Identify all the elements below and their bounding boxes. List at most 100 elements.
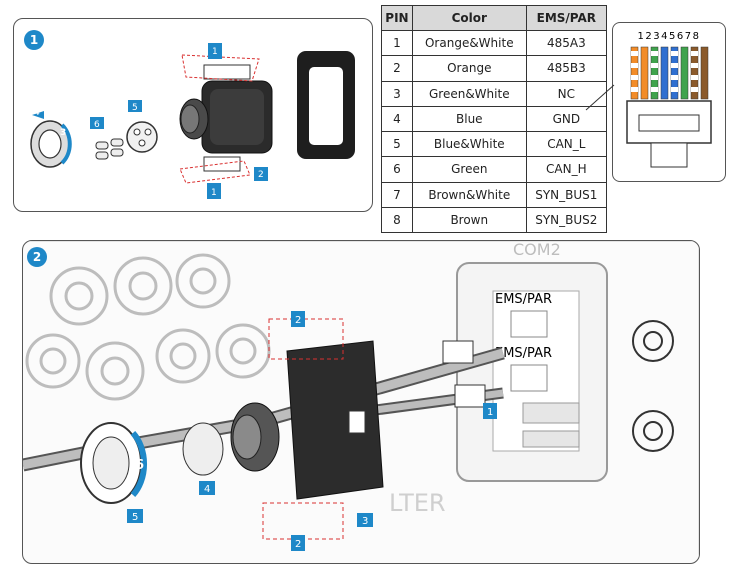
callout-1-top: 1 xyxy=(212,47,218,57)
callout-1-bottom: 1 xyxy=(211,188,217,198)
color-cell: Brown&White xyxy=(411,181,527,208)
callout-1: 1 xyxy=(487,407,493,418)
callout-box-5 xyxy=(128,100,142,112)
rj45-wire-stripe xyxy=(671,63,678,68)
step-1-illustration: 4 3 6 5 1 2 1 xyxy=(30,43,355,199)
callout-2: 2 xyxy=(258,170,264,180)
rj45-wire-stripe xyxy=(671,87,678,92)
callout-2-bottom: 2 xyxy=(295,539,301,550)
rj45-wire-4 xyxy=(660,46,669,100)
callout-box-6 xyxy=(90,117,104,129)
rj45-wire-stripe xyxy=(691,51,698,56)
callout-5: 5 xyxy=(132,103,138,113)
callout-box-3 xyxy=(357,513,373,527)
plug-boot xyxy=(650,142,688,168)
rj45-head-top xyxy=(442,340,474,364)
rj45-wire-stripe xyxy=(671,51,678,56)
pin-cell: 5 xyxy=(381,130,413,158)
pin-cell: 8 xyxy=(381,206,413,234)
callout-5: 5 xyxy=(132,512,138,523)
step-2-badge: 2 xyxy=(27,247,47,267)
connector-housing xyxy=(230,340,384,500)
pin-number-row: 12345678 xyxy=(638,31,701,42)
callout-3: 3 xyxy=(60,128,66,138)
sealing-insert xyxy=(126,121,158,153)
signal-cell: CAN_H xyxy=(525,156,608,183)
rj45-wire-2 xyxy=(640,46,649,100)
right-connectors xyxy=(632,320,674,452)
color-cell: Brown xyxy=(411,206,527,234)
rj45-wire-stripe xyxy=(651,51,658,56)
callout-box-2 xyxy=(254,167,268,181)
dc-connectors xyxy=(25,253,271,401)
callout-2-top: 2 xyxy=(295,315,301,326)
callout-box-1-top xyxy=(208,43,222,59)
color-cell: Orange xyxy=(411,55,527,82)
signal-cell: 485B3 xyxy=(525,55,608,82)
color-cell: Blue xyxy=(411,105,527,133)
bottom-clip-highlight xyxy=(262,502,344,540)
seal-plugs xyxy=(95,138,124,160)
rj45-wire-stripe xyxy=(671,75,678,80)
connector-body xyxy=(179,64,273,172)
rj45-wire-stripe xyxy=(651,75,658,80)
pin-cell: 2 xyxy=(381,55,413,82)
signal-cell: CAN_L xyxy=(525,130,608,158)
rj45-wire-8 xyxy=(700,46,709,100)
ems-par-port-label-top: EMS/PAR xyxy=(495,292,552,307)
callout-6: 6 xyxy=(94,120,100,130)
signal-cell: SYN_BUS1 xyxy=(525,181,608,208)
callout-4: 4 xyxy=(204,484,210,495)
com-port-board xyxy=(456,262,608,482)
ems-par-port-label-bottom: EMS/PAR xyxy=(495,346,552,361)
step-2-panel: 2 COM2 LTER EMS/PAR EMS/PAR xyxy=(22,240,700,564)
rj45-wire-5 xyxy=(670,46,679,100)
pin-cell: 1 xyxy=(381,29,413,57)
rj45-wire-stripe xyxy=(651,63,658,68)
rj45-wire-stripe xyxy=(691,75,698,80)
callout-4: 4 xyxy=(34,108,40,118)
rj45-wire-stripe xyxy=(651,87,658,92)
callout-3: 3 xyxy=(362,516,368,527)
step-2-illustration: COM2 LTER EMS/PAR EMS/PAR xyxy=(23,241,699,563)
color-cell: Blue&White xyxy=(411,130,527,158)
signal-cell: 485A3 xyxy=(525,29,608,57)
step-1-panel: 1 xyxy=(13,18,373,212)
signal-cell: NC xyxy=(525,80,608,107)
rj45-wire-stripe xyxy=(631,75,638,80)
rj45-head-bottom xyxy=(454,384,486,408)
header-color: Color xyxy=(411,5,527,31)
rj45-plug-illustration: 12345678 xyxy=(626,31,712,168)
callout-box-2-bottom xyxy=(291,535,305,551)
color-cell: Orange&White xyxy=(411,29,527,57)
plug-latch-window xyxy=(638,114,700,132)
rj45-wire-stripe xyxy=(691,63,698,68)
rj45-wire-3 xyxy=(650,46,659,100)
header-pin: PIN xyxy=(381,5,413,31)
callout-box-1 xyxy=(483,403,497,419)
background-filter-label: LTER xyxy=(389,489,446,517)
background-com2-label: COM2 xyxy=(513,241,561,259)
top-clip-highlight xyxy=(268,318,344,360)
callout-box-2-top xyxy=(291,311,305,327)
callout-box-1-bottom xyxy=(207,183,221,199)
rj45-wire-stripe xyxy=(631,87,638,92)
callout-arrow-4 xyxy=(32,111,44,119)
rj45-wire-1 xyxy=(630,46,639,100)
rj45-wire-6 xyxy=(680,46,689,100)
signal-cell: SYN_BUS2 xyxy=(525,206,608,234)
callout-box-5 xyxy=(127,509,143,523)
callout-6: 6 xyxy=(135,458,144,473)
header-ems-par: EMS/PAR xyxy=(525,5,608,31)
pin-cell: 6 xyxy=(381,156,413,183)
pin-cell: 7 xyxy=(381,181,413,208)
rj45-plug-diagram: 12345678 xyxy=(612,22,726,182)
